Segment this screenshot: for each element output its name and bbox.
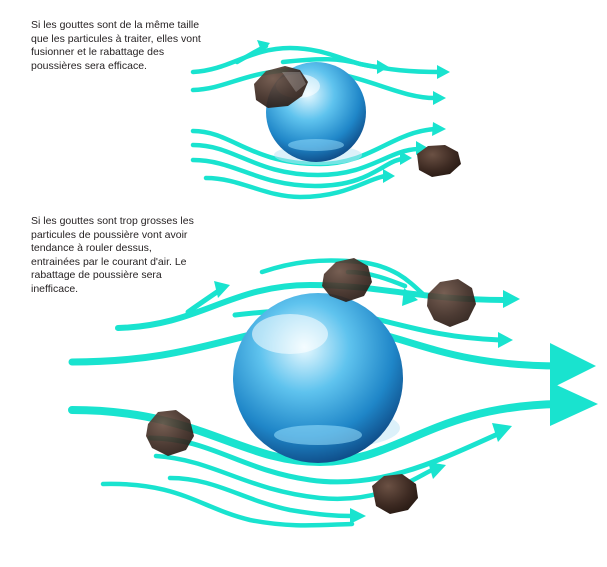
streamline bbox=[190, 156, 405, 189]
arrowhead bbox=[214, 281, 230, 298]
arrowhead bbox=[498, 332, 513, 348]
arrowhead bbox=[257, 40, 270, 53]
dust-particle bbox=[322, 258, 372, 302]
arrowhead bbox=[383, 169, 395, 183]
caption-large-drops: Si les gouttes sont trop grosses les par… bbox=[31, 215, 194, 295]
arrowhead bbox=[416, 141, 428, 155]
water-drop-large bbox=[233, 293, 403, 463]
arrowhead bbox=[402, 288, 418, 306]
streamline bbox=[280, 56, 443, 75]
dust-particle bbox=[254, 66, 308, 108]
arrowheads-top bbox=[257, 40, 450, 183]
arrowhead bbox=[503, 290, 520, 308]
arrowhead bbox=[400, 151, 412, 165]
streamline bbox=[147, 430, 503, 485]
arrowhead bbox=[433, 91, 446, 105]
dust-particle bbox=[427, 279, 476, 327]
arrowhead bbox=[350, 508, 366, 524]
arrowhead bbox=[550, 343, 596, 389]
caption-small-drops: Si les gouttes sont de la même taille qu… bbox=[31, 19, 201, 72]
arrowheads-bottom bbox=[214, 281, 598, 524]
arrowhead bbox=[550, 382, 598, 426]
arrowhead bbox=[428, 462, 446, 479]
arrowhead bbox=[377, 60, 389, 74]
streamline bbox=[190, 142, 421, 178]
dust-particle bbox=[417, 145, 461, 177]
streamline bbox=[167, 475, 355, 519]
arrowhead bbox=[432, 122, 446, 136]
scenario-small-drops bbox=[190, 40, 461, 200]
arrowhead bbox=[492, 423, 512, 442]
streamline bbox=[203, 173, 388, 200]
arrowhead bbox=[437, 65, 450, 79]
dust-particle bbox=[372, 474, 418, 514]
dust-particle bbox=[146, 410, 194, 456]
scenario-large-drops bbox=[68, 258, 598, 528]
streamline bbox=[100, 481, 355, 528]
